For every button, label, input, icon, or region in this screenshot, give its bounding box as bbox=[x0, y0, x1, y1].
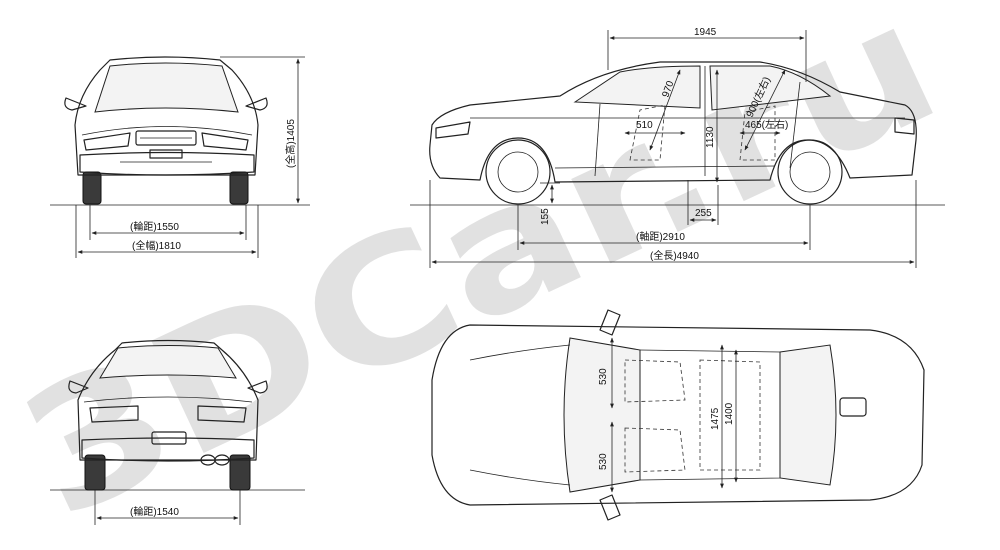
cabin-length-label: 1945 bbox=[694, 27, 717, 38]
rear-seat-offset-label: 465(左右) bbox=[745, 118, 788, 131]
overall-height-label: (全高)1405 bbox=[284, 119, 297, 168]
top-dimensions: 530 530 1475 1400 bbox=[598, 337, 738, 493]
interior-width-1-label: 1475 bbox=[710, 407, 721, 430]
interior-width-2-label: 1400 bbox=[724, 402, 735, 425]
interior-height-label: 1130 bbox=[705, 126, 716, 148]
ground-clearance-label: 155 bbox=[540, 208, 551, 225]
rear-dimensions: (輪距)1540 bbox=[94, 490, 241, 525]
rear-track-label: (輪距)1540 bbox=[130, 505, 179, 518]
front-seat-offset-label: 510 bbox=[636, 120, 653, 131]
seat-width-rear-label: 530 bbox=[598, 453, 609, 470]
wheelbase-label: (軸距)2910 bbox=[636, 230, 685, 243]
overall-width-label: (全幅)1810 bbox=[132, 239, 181, 252]
front-track-label: (輪距)1550 bbox=[130, 220, 179, 233]
front-dimensions: (輪距)1550 (全幅)1810 (全高)1405 bbox=[75, 56, 305, 258]
overall-length-label: (全長)4940 bbox=[650, 249, 699, 262]
front-view bbox=[50, 56, 310, 206]
seat-width-front-label: 530 bbox=[598, 368, 609, 385]
seat-step-label: 255 bbox=[695, 208, 712, 219]
top-view bbox=[431, 309, 925, 521]
